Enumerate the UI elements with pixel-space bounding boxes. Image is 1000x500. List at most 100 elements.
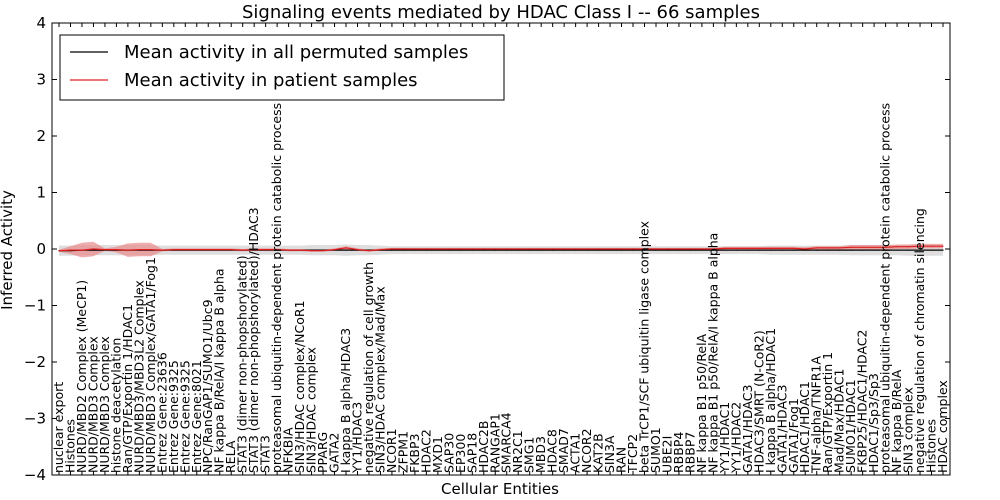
x-category-label: Entrez Gene:9325: [177, 360, 192, 473]
data-point-patient: [563, 248, 565, 250]
data-point-permuted: [540, 249, 542, 251]
data-point-patient: [770, 247, 772, 249]
x-category-label: FKBP25/HDAC1/HDAC2: [855, 330, 870, 473]
x-category-label: MBD3: [533, 436, 548, 473]
x-category-label: beta TrCP1/SCF ubiquitin ligase complex: [637, 221, 652, 473]
x-category-label: SIN3A: [602, 435, 617, 473]
x-category-label: SMAD7: [556, 428, 571, 473]
data-point-patient: [552, 248, 554, 250]
x-category-label: PPARG: [315, 432, 330, 473]
data-point-permuted: [517, 249, 519, 251]
data-point-patient: [862, 246, 864, 248]
data-point-patient: [207, 249, 209, 251]
data-point-patient: [896, 246, 898, 248]
data-point-patient: [816, 247, 818, 249]
data-point-patient: [724, 247, 726, 249]
data-point-permuted: [437, 249, 439, 251]
x-category-label: negative regulation of cell growth: [361, 262, 376, 473]
y-tick-label: 4: [36, 14, 46, 32]
data-point-permuted: [724, 249, 726, 251]
data-point-permuted: [643, 249, 646, 251]
x-category-label: negative regulation of chromatin silenci…: [912, 208, 927, 473]
x-category-label: HDAC2: [418, 429, 433, 473]
data-point-patient: [540, 248, 542, 250]
x-category-label: NURD/MBD3 Complex/GATA1/Fog1: [143, 257, 158, 473]
data-point-patient: [781, 247, 783, 249]
data-point-permuted: [850, 249, 852, 251]
data-point-permuted: [666, 249, 669, 251]
x-category-label: YY1/HDAC2: [728, 402, 743, 474]
x-category-label: Ran/GTP/Exportin 1/HDAC1: [120, 304, 135, 473]
data-point-permuted: [689, 249, 692, 251]
x-category-label: RAN: [614, 447, 629, 473]
data-point-permuted: [712, 249, 715, 251]
data-point-patient: [368, 250, 370, 252]
x-category-label: FKBP3: [407, 434, 422, 473]
data-point-patient: [391, 248, 393, 250]
data-point-patient: [333, 249, 336, 251]
data-point-patient: [517, 248, 519, 250]
data-point-permuted: [896, 249, 898, 251]
data-point-patient: [379, 249, 382, 251]
data-point-permuted: [885, 249, 887, 251]
chart-title: Signaling events mediated by HDAC Class …: [242, 2, 760, 23]
data-point-patient: [643, 248, 646, 250]
x-category-label: STAT3: [258, 435, 273, 473]
data-point-permuted: [563, 249, 565, 251]
legend-box: [59, 34, 505, 101]
data-point-permuted: [620, 249, 623, 251]
data-point-patient: [575, 248, 577, 250]
x-category-label: GATA1/HDAC3: [774, 385, 789, 473]
data-point-permuted: [908, 249, 910, 251]
x-category-label: NCOR1: [384, 428, 399, 473]
x-category-label: NPC/RanGAP1/SUMO1/Ubc9: [200, 299, 215, 473]
data-point-permuted: [816, 249, 818, 251]
x-category-label: SMARCA4: [499, 412, 514, 473]
x-category-label: EP300: [453, 434, 468, 473]
data-point-patient: [529, 248, 531, 250]
x-category-label: GATA1/HDAC3: [740, 385, 755, 473]
x-category-label: RANGAP1: [487, 413, 502, 473]
data-point-patient: [69, 249, 72, 251]
data-point-patient: [242, 249, 244, 251]
x-category-label: NF kappa B/RelA/I kappa B alpha: [212, 268, 227, 473]
x-axis-ticks: [58, 23, 944, 475]
x-category-label: I kappa B alpha/HDAC1: [763, 328, 778, 473]
data-point-patient: [873, 246, 875, 248]
x-category-label: TFCP2: [625, 434, 640, 474]
series-line-patient: [58, 245, 943, 252]
legend-label-permuted: Mean activity in all permuted samples: [124, 42, 468, 63]
data-point-permuted: [494, 249, 496, 251]
data-point-patient: [276, 249, 278, 251]
y-axis-label: Inferred Activity: [0, 190, 16, 310]
x-category-label: HDAC2B: [476, 421, 491, 473]
x-category-label: SUMO1/HDAC1: [843, 379, 858, 473]
x-category-label: NFKBIA: [281, 427, 296, 473]
data-point-patient: [701, 248, 703, 250]
x-category-label: GATA1/Fog1: [786, 398, 801, 473]
data-point-patient: [850, 246, 852, 248]
data-point-permuted: [609, 249, 611, 251]
data-point-patient: [414, 248, 416, 250]
data-point-patient: [494, 248, 496, 250]
data-point-patient: [632, 248, 634, 250]
data-point-permuted: [402, 249, 404, 251]
data-point-patient: [919, 245, 921, 247]
x-category-label: NURD/MBD3/MBD3L2 Complex: [131, 280, 146, 473]
data-point-patient: [253, 249, 255, 251]
data-point-permuted: [735, 249, 738, 251]
x-category-label: nuclear export: [51, 382, 66, 473]
data-point-permuted: [414, 249, 416, 251]
data-point-permuted: [873, 249, 875, 251]
data-point-patient: [942, 245, 944, 247]
data-point-patient: [666, 248, 669, 250]
x-category-label: ZFPM1: [395, 431, 410, 473]
x-category-label: histone deacetylation: [108, 338, 123, 473]
y-tick-label: −3: [24, 410, 46, 428]
x-category-label: SMG1: [522, 437, 537, 473]
y-tick-label: −2: [24, 353, 46, 371]
data-point-patient: [460, 248, 462, 250]
x-category-label: RELA: [223, 440, 238, 473]
